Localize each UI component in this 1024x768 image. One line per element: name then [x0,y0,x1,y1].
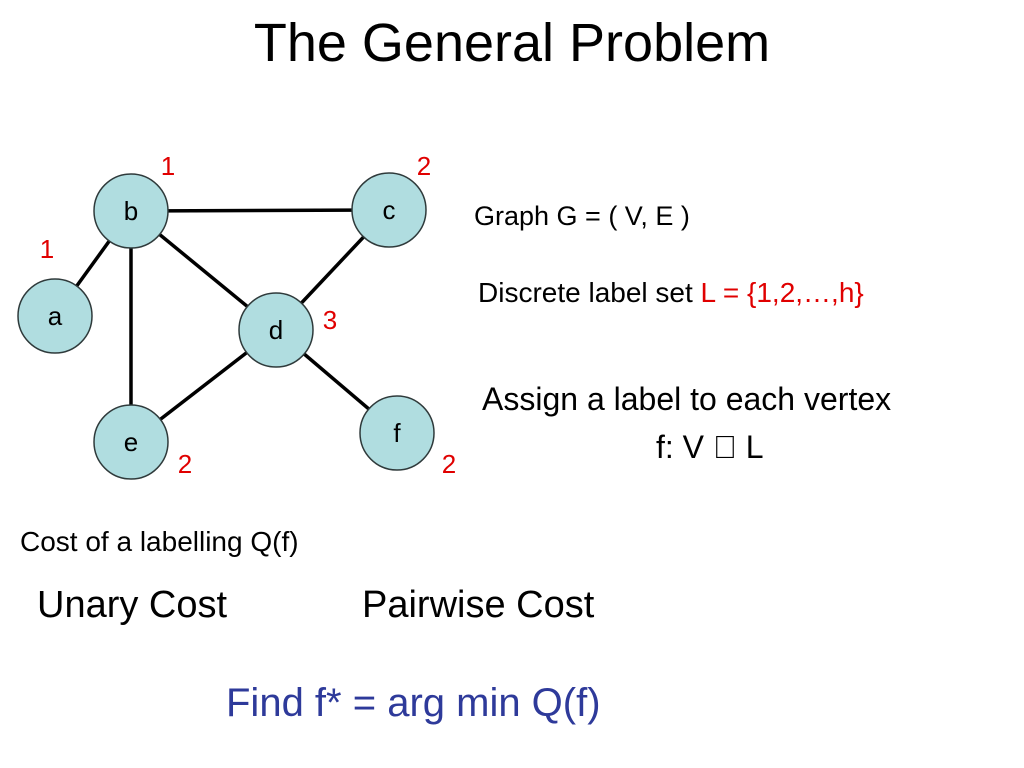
node-c-circle [351,172,427,248]
node-d-name: d [269,315,283,345]
node-a-assigned-label: 1 [40,234,54,264]
pairwise-cost: Pairwise Cost [362,584,595,626]
graph-node-labels: 1 1 2 3 2 2 [40,151,456,479]
cost-line: Cost of a labelling Q(f) [20,526,299,557]
label-set-line: Discrete label set L = {1,2,…,h} [478,279,864,307]
node-d-assigned-label: 3 [323,305,337,335]
node-b: b [93,173,169,249]
node-b-name: b [124,196,138,226]
find-objective: Find f* = arg min Q(f) [226,681,601,725]
node-f-name: f [393,418,401,448]
node-a: a [17,278,93,354]
node-e-name: e [124,427,138,457]
node-d-circle [238,292,314,368]
graph-nodes: a b c d e f [17,172,435,480]
label-set-value: L = {1,2,…,h} [700,277,864,308]
graph-edges [53,208,399,444]
node-b-circle [93,173,169,249]
node-f: f [359,395,435,471]
node-d: d [238,292,314,368]
node-c: c [351,172,427,248]
mapping-line: f: V  L [656,429,764,465]
assign-label-line: Assign a label to each vertex [482,381,892,417]
node-f-assigned-label: 2 [442,449,456,479]
unary-cost: Unary Cost [37,584,228,626]
node-b-assigned-label: 1 [161,151,175,181]
node-e: e [93,404,169,480]
node-c-assigned-label: 2 [417,151,431,181]
graph-diagram: a b c d e f 1 1 2 3 2 2 [17,151,456,480]
node-a-name: a [48,301,63,331]
node-e-assigned-label: 2 [178,449,192,479]
node-e-circle [93,404,169,480]
graph-definition: Graph G = ( V, E ) [474,201,690,231]
label-set-prefix: Discrete label set [478,277,701,308]
slide-title: The General Problem [253,13,771,73]
node-a-circle [17,278,93,354]
edge-b-c [130,208,390,213]
node-c-name: c [383,195,396,225]
node-f-circle [359,395,435,471]
